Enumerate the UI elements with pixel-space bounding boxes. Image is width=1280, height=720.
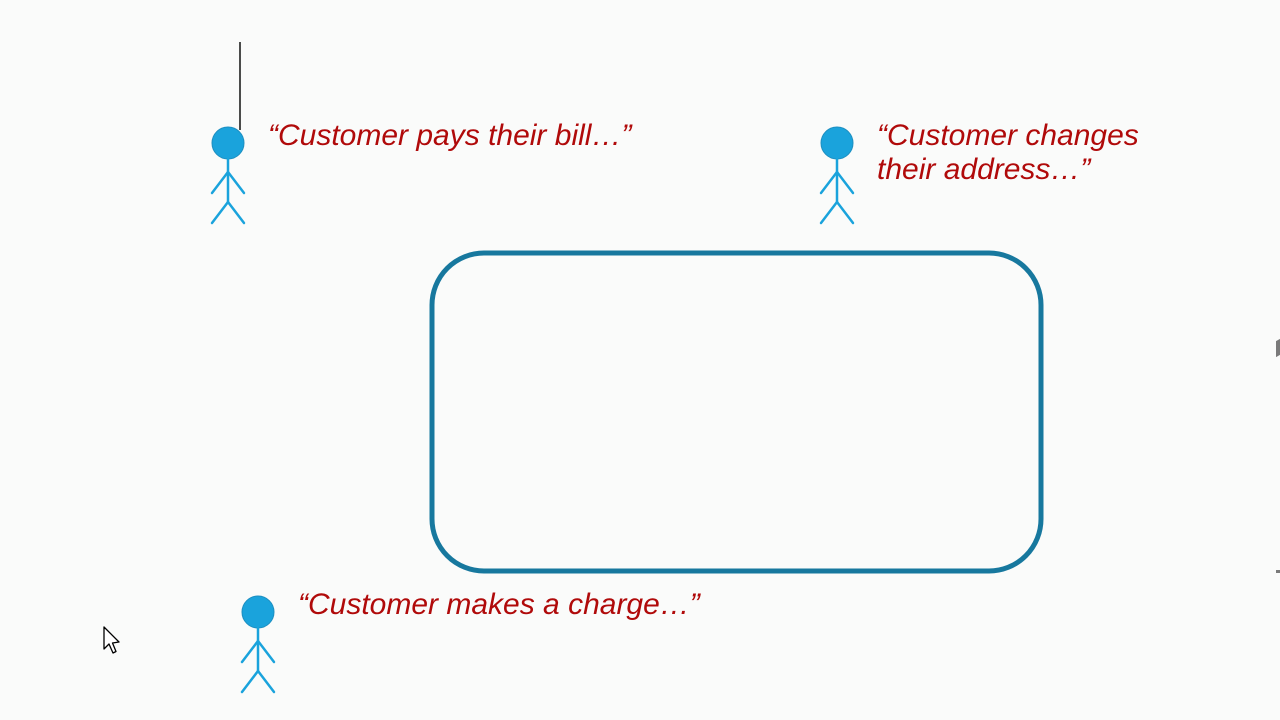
quote-changes-address-line-2: their address…” (877, 153, 1091, 186)
quote-pays-bill: “Customer pays their bill…” (268, 119, 632, 152)
edge-artifact (1276, 570, 1280, 573)
actor-makes-charge-icon[interactable] (240, 595, 276, 694)
actor-changes-address-icon[interactable] (819, 126, 855, 225)
actor-pays-bill-icon[interactable] (210, 126, 246, 225)
quote-changes-address: “Customer changes their address…” (877, 119, 1139, 187)
system-boundary-box[interactable] (429, 250, 1044, 574)
edge-artifact (1276, 338, 1280, 358)
quote-makes-charge: “Customer makes a charge…” (298, 588, 700, 621)
quote-changes-address-line-1: “Customer changes (877, 119, 1139, 152)
mouse-pointer-icon (103, 626, 120, 654)
